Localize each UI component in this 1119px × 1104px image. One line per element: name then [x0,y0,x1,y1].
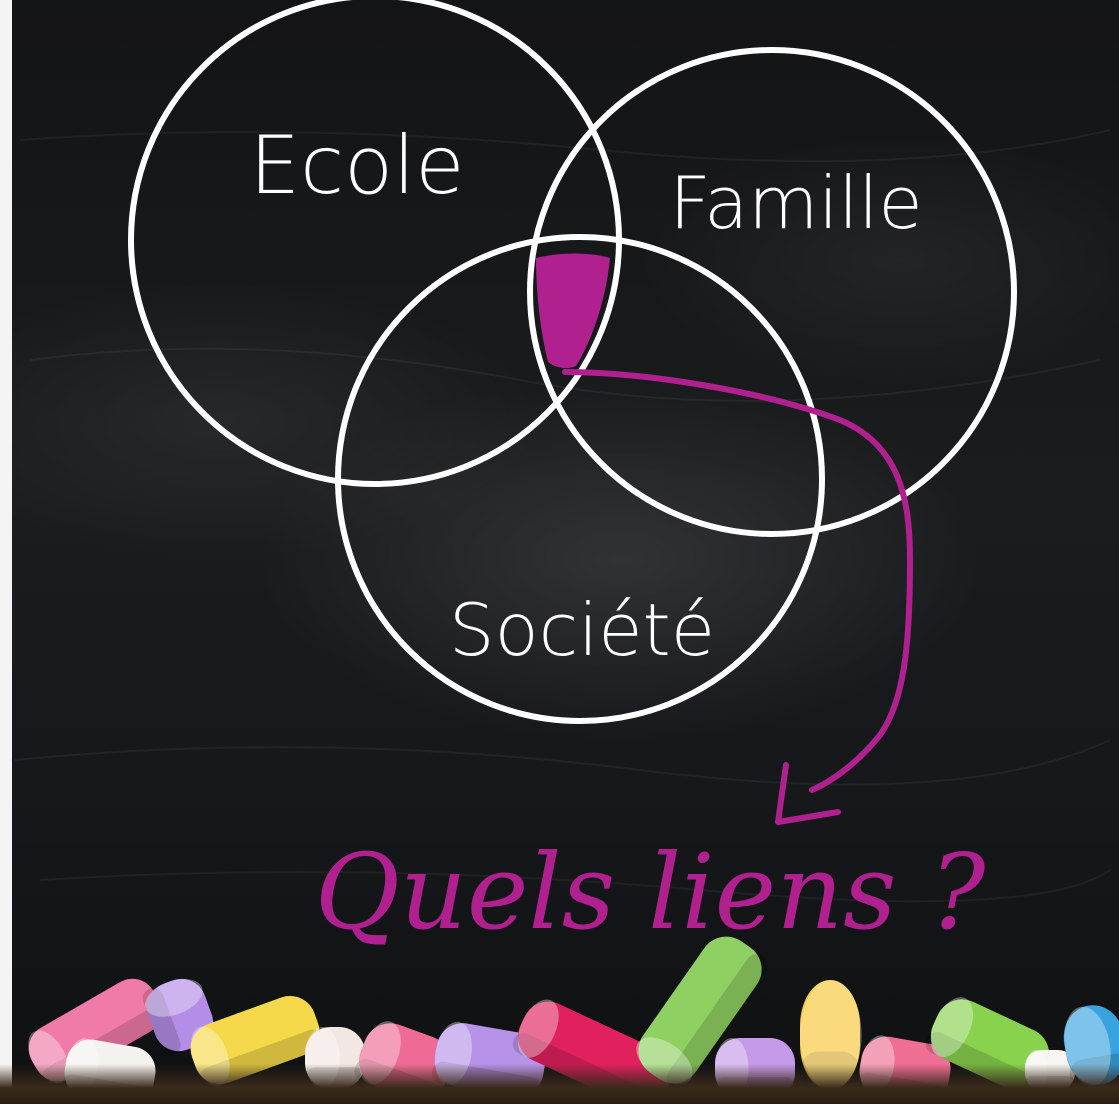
left-border [0,0,12,1104]
question-text: Quels liens ? [315,831,987,953]
arrowhead [775,762,841,825]
chalk-body [638,936,762,1084]
chalk-end [930,997,973,1058]
label-societe: Société [449,588,715,672]
label-ecole: Ecole [250,119,465,212]
circle-societe [335,234,825,724]
intersection-highlight [536,253,610,369]
chalk-body [28,978,162,1082]
chalk-ledge [0,1064,1119,1104]
label-famille: Famille [669,161,922,245]
chalk-piece [142,978,214,1056]
chalk-body [190,995,320,1085]
chalk-shade [142,988,181,1056]
chalk-end [800,980,862,1090]
chalk-body [800,980,860,1090]
chalk-shade [666,954,768,1090]
arrow-line [562,369,914,793]
chalk-end [517,999,559,1058]
circle-famille [527,47,1017,537]
chalk-end [145,979,203,1017]
